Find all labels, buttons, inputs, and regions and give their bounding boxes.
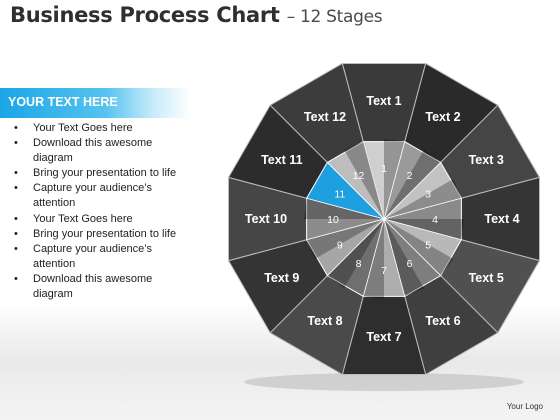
stage-number-2: 2: [407, 170, 413, 182]
inner-segment-shade-9: [306, 219, 384, 259]
inner-segment-12: [326, 141, 385, 221]
stage-label-6: Text 6: [425, 314, 460, 328]
stage-label-9: Text 9: [264, 271, 299, 285]
title-main: Business Process Chart: [10, 3, 280, 27]
stage-label-3: Text 3: [469, 153, 504, 167]
stage-label-4: Text 4: [484, 212, 519, 226]
stage-label-12: Text 12: [304, 110, 346, 124]
inner-segment-shade-5: [384, 219, 454, 276]
inner-segment-shade-2: [384, 149, 441, 219]
stage-label-5: Text 5: [469, 271, 504, 285]
inner-segment-shade-8: [327, 219, 384, 289]
bullet-item: Download this awesome diagram: [12, 136, 187, 166]
bullet-item: Capture your audience’s attention: [12, 181, 187, 211]
inner-segment-shade-12: [344, 141, 384, 219]
bullet-item: Download this awesome diagram: [12, 272, 187, 302]
stage-number-5: 5: [425, 240, 431, 252]
stage-number-3: 3: [425, 189, 431, 201]
title-subtitle: – 12 Stages: [286, 7, 383, 27]
inner-segment-shade-6: [384, 219, 424, 297]
stage-label-11: Text 11: [261, 153, 303, 167]
stage-number-11: 11: [334, 189, 345, 201]
bullet-item: Your Text Goes here: [12, 212, 187, 227]
inner-segment-shade-3: [384, 179, 462, 219]
stage-label-7: Text 7: [366, 330, 401, 344]
banner-text: YOUR TEXT HERE: [8, 95, 118, 109]
stage-number-4: 4: [432, 214, 438, 226]
bullet-item: Your Text Goes here: [12, 121, 187, 136]
stage-number-8: 8: [356, 258, 362, 270]
bullet-item: Bring your presentation to life: [12, 227, 187, 242]
bullet-list: Your Text Goes here Download this awesom…: [12, 121, 187, 302]
stage-label-10: Text 10: [245, 212, 287, 226]
bullet-item: Bring your presentation to life: [12, 166, 187, 181]
stage-number-9: 9: [337, 240, 343, 252]
stage-number-7: 7: [381, 265, 387, 277]
page-title: Business Process Chart – 12 Stages: [10, 3, 383, 27]
stage-number-10: 10: [327, 214, 339, 226]
stage-label-2: Text 2: [425, 110, 460, 124]
stage-number-6: 6: [407, 258, 413, 270]
stage-number-12: 12: [353, 170, 365, 182]
bullet-item: Capture your audience’s attention: [12, 242, 187, 272]
stage-number-1: 1: [381, 163, 387, 175]
stage-label-8: Text 8: [307, 314, 342, 328]
section-banner: YOUR TEXT HERE: [0, 88, 190, 118]
logo-text: Your Logo: [506, 402, 543, 411]
stage-label-1: Text 1: [366, 94, 401, 108]
